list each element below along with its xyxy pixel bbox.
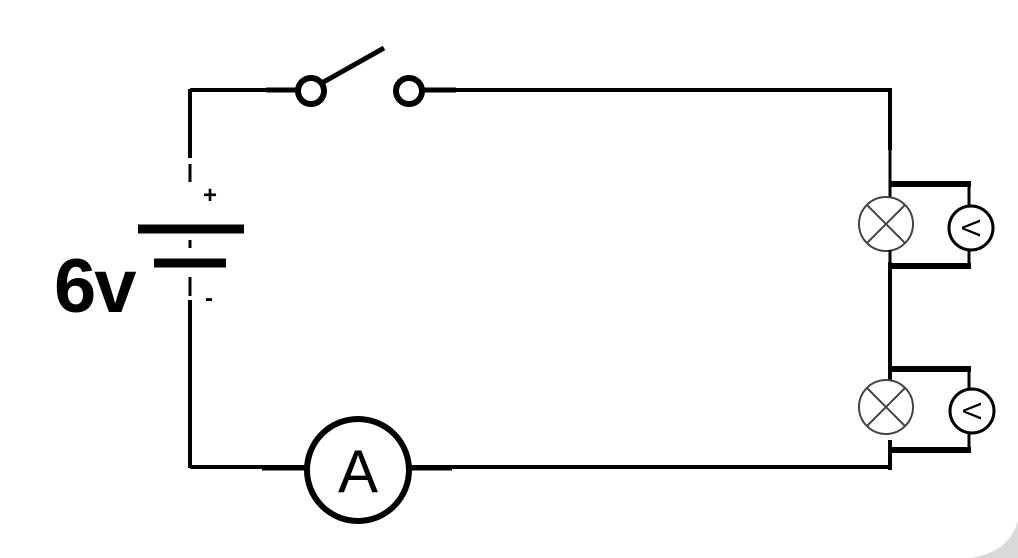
bulb-1 [858, 150, 914, 262]
voltmeter-2-body [948, 387, 996, 435]
battery-plus-label: + [203, 182, 217, 209]
corner-shade [970, 520, 1018, 558]
voltmeter-1-label: V [956, 219, 986, 237]
switch [295, 45, 425, 107]
ammeter-label: A [338, 438, 378, 505]
voltmeter-1-body [947, 204, 995, 252]
battery-voltage-label: 6v [54, 244, 136, 329]
ammeter: A [304, 416, 412, 524]
voltmeter-2-wiring [889, 366, 971, 453]
battery: 6v + - [54, 164, 244, 329]
bulb-2 [858, 379, 914, 435]
wires [188, 88, 892, 470]
switch-lever [318, 45, 386, 87]
voltmeter-1: V [947, 204, 995, 252]
switch-right-terminal [393, 75, 425, 107]
switch-left-terminal [295, 75, 327, 107]
battery-minus-label: - [205, 285, 213, 312]
ammeter-body [304, 416, 412, 524]
voltmeter-1-wiring [889, 181, 971, 269]
lead-stubs [262, 87, 456, 471]
voltmeter-2: V [948, 387, 996, 435]
voltmeter-2-label: V [957, 402, 987, 420]
